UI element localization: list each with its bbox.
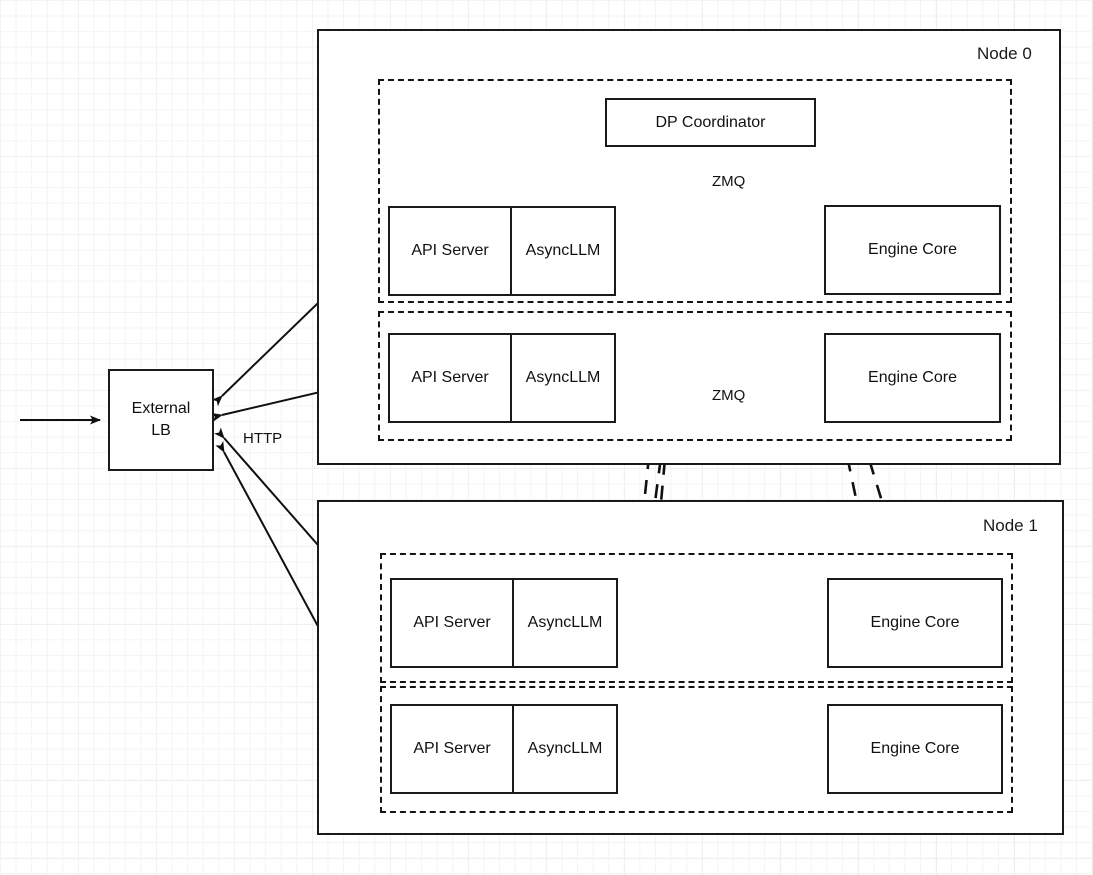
external-lb-label-line1: External: [131, 400, 191, 418]
external-lb-box[interactable]: External LB: [108, 369, 214, 471]
node-0-rank-0-api-server-box[interactable]: API Server AsyncLLM: [388, 206, 616, 296]
node-1-rank-1-engine-core-label: Engine Core: [870, 740, 960, 757]
node-0-rank-1-api-server-label: API Server: [390, 335, 512, 421]
node-0-rank-0-engine-core-box[interactable]: Engine Core: [824, 205, 1001, 295]
node-1-rank-0-group: [380, 553, 1013, 683]
node-1-rank-0-engine-core-label: Engine Core: [870, 614, 960, 631]
node-1-rank-1-engine-core-box[interactable]: Engine Core: [827, 704, 1003, 794]
external-lb-label-line2: LB: [151, 422, 171, 439]
node-0-rank-1-engine-core-box[interactable]: Engine Core: [824, 333, 1001, 423]
node-1-rank-1-group: [380, 686, 1013, 813]
node-0-rank-0-engine-core-label: Engine Core: [868, 241, 957, 258]
node-1-rank-0-engine-core-box[interactable]: Engine Core: [827, 578, 1003, 668]
node-1-rank-0-api-server-label: API Server: [392, 580, 514, 666]
node-0-rank-0-api-server-label: API Server: [390, 208, 512, 294]
node-1-rank-1-api-server-label: API Server: [392, 706, 514, 792]
http-label: HTTP: [243, 430, 283, 447]
node-0-rank-1-api-server-box[interactable]: API Server AsyncLLM: [388, 333, 616, 423]
node-0-rank-0-group: [378, 79, 1012, 303]
zmq-label-mid: ZMQ: [712, 387, 746, 404]
zmq-label-top: ZMQ: [712, 173, 746, 190]
node-0-rank-1-asyncllm-label: AsyncLLM: [525, 369, 601, 386]
dp-coordinator-box[interactable]: DP Coordinator: [605, 98, 816, 147]
node-1-rank-0-asyncllm-label: AsyncLLM: [527, 614, 603, 631]
node-1-rank-0-api-server-box[interactable]: API Server AsyncLLM: [390, 578, 618, 668]
dp-coordinator-label: DP Coordinator: [655, 113, 766, 131]
node-1-rank-1-api-server-box[interactable]: API Server AsyncLLM: [390, 704, 618, 794]
node-0-label: Node 0: [977, 44, 1032, 63]
node-0-rank-1-engine-core-label: Engine Core: [868, 369, 957, 386]
node-1-rank-1-asyncllm-label: AsyncLLM: [527, 740, 603, 757]
node-1-label: Node 1: [983, 516, 1038, 535]
node-0-rank-0-asyncllm-label: AsyncLLM: [525, 242, 601, 259]
node-0-rank-1-group: [378, 311, 1012, 441]
